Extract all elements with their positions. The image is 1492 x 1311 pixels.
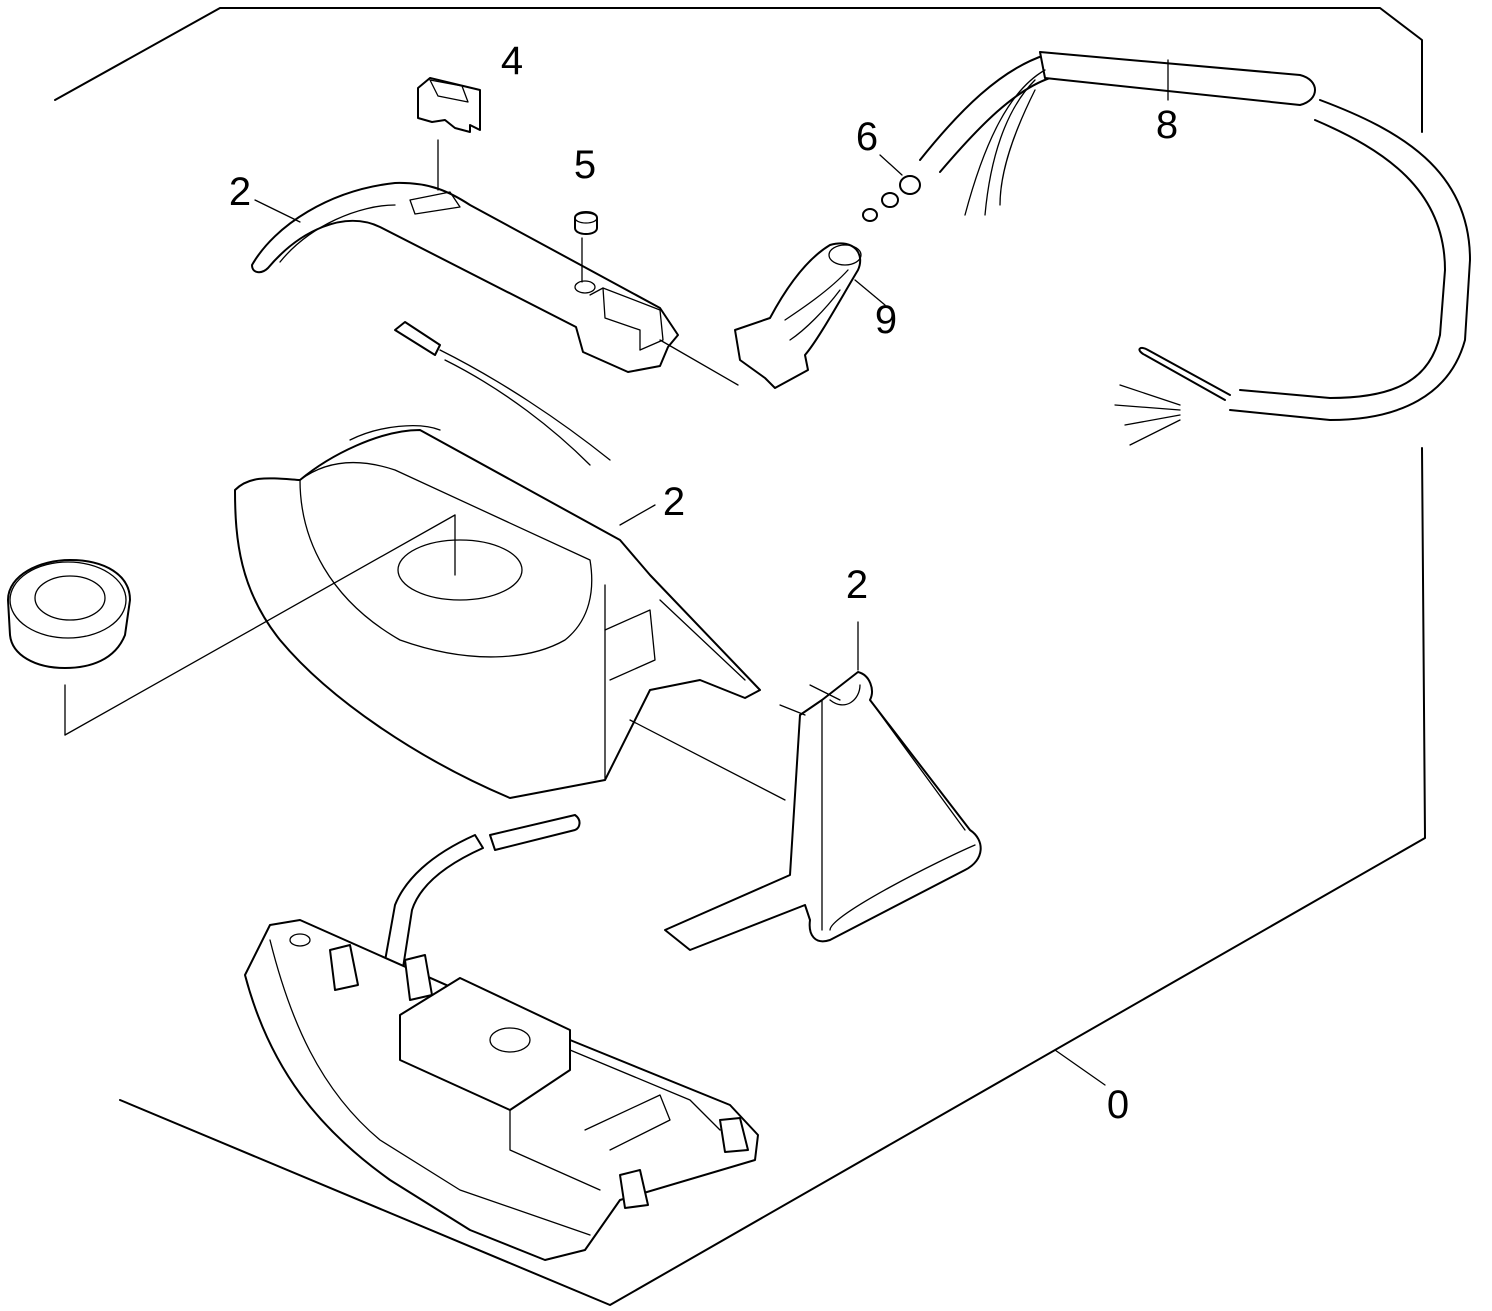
callout-0: 0: [1107, 1083, 1129, 1127]
leader-lines: [254, 199, 1106, 1086]
callout-6: 6: [856, 115, 878, 159]
callout-labels: 0 2 2 2 4 5 6 8 9: [229, 39, 1178, 1127]
steam-hose-part: [377, 814, 581, 1001]
callout-2b: 2: [663, 480, 685, 524]
callout-9: 9: [875, 298, 897, 342]
callout-2c: 2: [846, 563, 868, 607]
switch-part: [417, 77, 481, 191]
callout-4: 4: [501, 39, 523, 83]
cord-bend-protector-part: [659, 242, 862, 389]
assembly-frame: [54, 7, 1426, 1306]
soleplate-part: [244, 919, 759, 1261]
handle-cover-part: [251, 181, 679, 373]
callout-5: 5: [574, 143, 596, 187]
callout-8: 8: [1156, 103, 1178, 147]
rear-cover-part: [664, 621, 982, 951]
button-part: [574, 211, 598, 283]
fill-cap-part: [7, 559, 131, 669]
callout-2a: 2: [229, 170, 251, 214]
internal-wire-part: [394, 321, 611, 466]
housing-shell-part: [64, 425, 786, 801]
clip-part: [862, 154, 921, 222]
power-cord-part: [919, 51, 1471, 446]
